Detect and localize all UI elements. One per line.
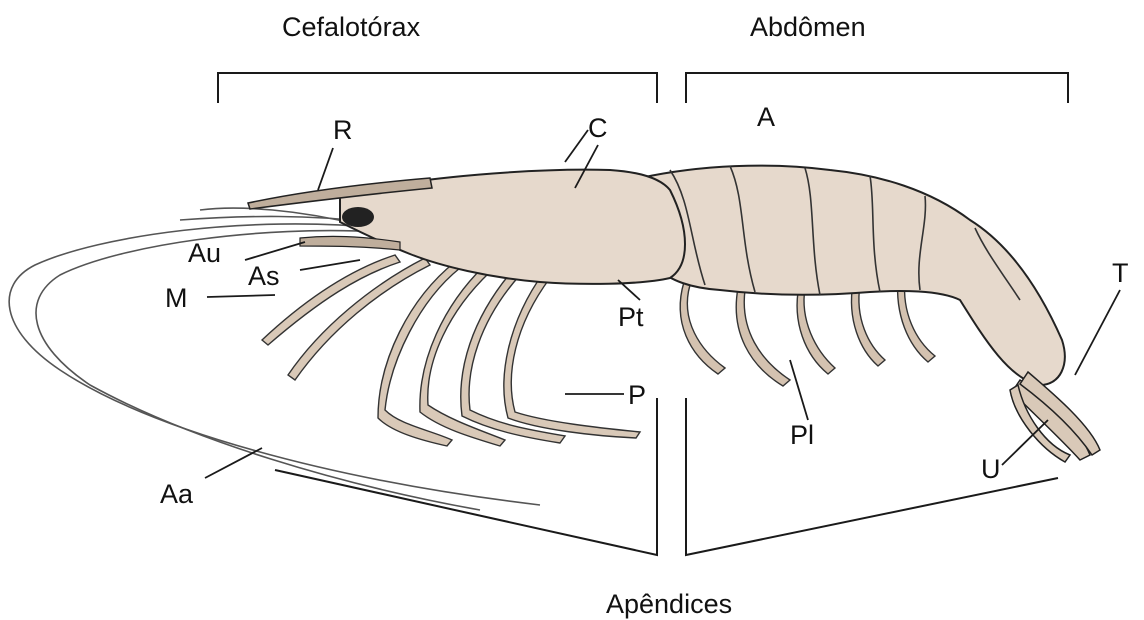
tail-fan [1010,372,1100,462]
label-C: C [588,113,608,143]
label-M: M [165,283,188,313]
label-U: U [981,454,1001,484]
label-Au: Au [188,238,221,268]
label-Aa: Aa [160,479,194,509]
label-As: As [248,261,280,291]
label-P: P [628,380,646,410]
label-R: R [333,115,353,145]
label-T: T [1112,258,1129,288]
bracket-abdomen [686,73,1068,103]
label-Pt: Pt [618,302,644,332]
label-Pl: Pl [790,420,814,450]
eye [342,207,374,227]
bracket-cephalothorax [218,73,657,103]
label-A-top: A [757,102,775,133]
